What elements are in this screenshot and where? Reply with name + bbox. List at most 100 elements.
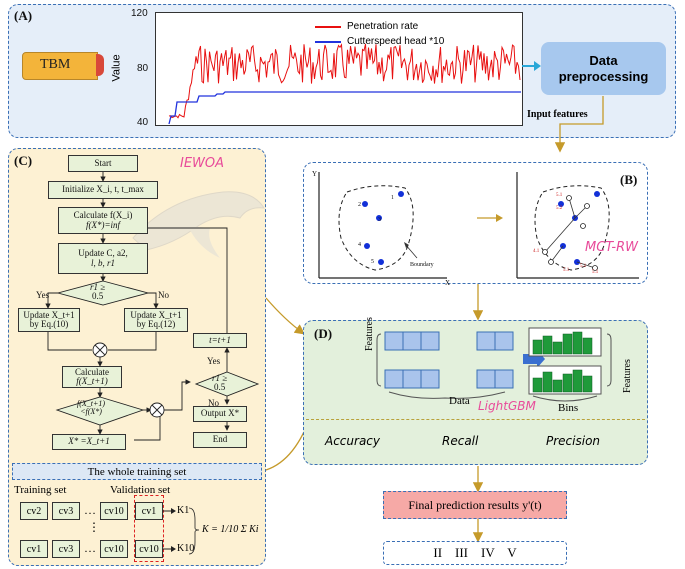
bins-label: Bins [558, 402, 579, 414]
arrow-to-preproc [522, 61, 541, 71]
tbm-cutterhead [96, 54, 104, 76]
iewoa-title: IEWOA [180, 156, 225, 171]
lightgbm-title: LightGBM [478, 399, 536, 413]
cond3-text: r1 ≥ 0.5 [212, 374, 227, 392]
lightgbm-diagram [376, 327, 612, 402]
penetration-rate-line [168, 43, 521, 119]
calc1-box: Calculate f(X_i) f(X*)=inf [58, 207, 148, 234]
panel-b-label: (B) [620, 172, 638, 187]
b-aug-5: 5.1 [580, 264, 587, 269]
validation-highlight [134, 495, 164, 562]
calc2-box: Calculate f(X_t+1) [62, 366, 122, 388]
calc2-text: Calculate [75, 366, 109, 377]
b-pt-2: 2 [358, 202, 361, 208]
k-formula: K = 1/10 Σ Ki [202, 524, 259, 535]
updA-text: Update X_t+1 [23, 309, 75, 320]
cv-r1-c: cv10 [100, 502, 128, 520]
tinc-text: t=t+1 [209, 334, 231, 345]
boundary-label: Boundary [410, 262, 434, 268]
b-pt-3: 3 [378, 217, 381, 223]
k-arrows [163, 507, 200, 555]
cutterspeed-line [168, 91, 521, 125]
cv-r2-a: cv1 [20, 540, 48, 558]
training-set-label: Training set [14, 484, 67, 496]
b-aug-2: 5.2 [556, 206, 563, 211]
update-eq12-box: Update X_t+1 by Eq.(12) [124, 308, 188, 332]
pt [398, 191, 404, 197]
updBb-text: by Eq.(12) [136, 319, 176, 329]
panel-c-label: (C) [14, 153, 33, 168]
cond2-text: f(X_t+1) <f(X*) [77, 400, 105, 416]
cond2b: <f(X*) [80, 407, 102, 416]
cv-r1-d: cv1 [135, 502, 163, 520]
features-left-label: Features [364, 317, 375, 351]
final-results-label: Final prediction results y'(t) [408, 497, 542, 512]
features-right-label: Features [622, 359, 633, 393]
vdots: ⋮ [88, 520, 100, 534]
update-eq10-box: Update X_t+1 by Eq.(10) [18, 308, 80, 332]
cv-r1-b: cv3 [52, 502, 80, 520]
b-x-axis: X [445, 279, 451, 287]
legend-cutterspeed: Cutterspeed head *10 [347, 36, 445, 47]
cv-r1-a: cv2 [20, 502, 48, 520]
flowchart-edges [45, 172, 260, 441]
mct-rw-title: MCT-RW [585, 240, 638, 255]
data-preprocessing-box: Data preprocessing [541, 42, 666, 95]
start-box: Start [68, 155, 138, 172]
data-label: Data [449, 395, 470, 407]
input-features-label: Input features [527, 109, 588, 120]
chart-ytick-120: 120 [131, 8, 148, 19]
k10-label: K10 [177, 543, 195, 554]
output-text: Output X* [200, 408, 240, 419]
calc2b-text: f(X_t+1) [76, 376, 108, 386]
cond2a: f(X_t+1) [77, 399, 106, 408]
no3: No [208, 398, 219, 408]
whale-watermark [132, 191, 265, 258]
b-aug-1: 5.1 [556, 193, 563, 198]
cv-r2-c: cv10 [100, 540, 128, 558]
cond3b: 0.5 [213, 382, 226, 392]
chart-ytick-40: 40 [137, 117, 149, 128]
whole-training-set: The whole training set [12, 463, 262, 480]
cond1-text: r1 ≥ 0.5 [90, 283, 105, 301]
cv-r2-b: cv3 [52, 540, 80, 558]
update1-box: Update C, a2, l, b, r1 [58, 243, 148, 274]
cond1b: 0.5 [91, 291, 104, 301]
no1: No [158, 290, 169, 300]
assign-box: X* =X_t+1 [52, 434, 126, 450]
b-pt-5: 5 [371, 259, 374, 265]
yes1: Yes [36, 290, 50, 300]
calc1b-text: f(X*)=inf [85, 219, 121, 230]
metric-recall: Recall [442, 434, 479, 448]
b-pt-4: 4 [358, 242, 361, 248]
tbm-icon [22, 52, 98, 80]
cv-r2-d: cv10 [135, 540, 163, 558]
assign-text: X* =X_t+1 [68, 436, 110, 447]
panel-d-label: (D) [314, 326, 333, 341]
b-aug-6: 5.1 [592, 270, 599, 275]
chart-ytick-80: 80 [137, 63, 149, 74]
whole-training-label: The whole training set [87, 465, 187, 478]
data-preprocessing-label: Data preprocessing [558, 52, 649, 84]
final-results-box: Final prediction results y'(t) [383, 491, 567, 519]
validation-set-label: Validation set [110, 484, 171, 496]
tbm-label: TBM [40, 57, 71, 72]
update1-text: Update C, a2, [78, 248, 128, 259]
dots-r2: … [84, 541, 96, 555]
calc1-text: Calculate f(X_i) [73, 210, 133, 221]
panel-a-label: (A) [14, 8, 33, 23]
end-box: End [193, 432, 247, 448]
mct-rw-diagram [318, 172, 639, 279]
yes3: Yes [207, 356, 221, 366]
updAb-text: by Eq.(10) [29, 319, 69, 329]
updB-text: Update X_t+1 [130, 309, 182, 320]
b-y-axis: Y [312, 170, 318, 178]
d-divider [306, 419, 645, 420]
b-aug-4: 5.1 [563, 268, 570, 273]
metric-precision: Precision [546, 434, 601, 448]
dots-r1: … [84, 503, 96, 517]
metric-accuracy: Accuracy [325, 434, 380, 448]
update1b-text: l, b, r1 [90, 257, 115, 268]
output-box: Output X* [193, 406, 247, 422]
tinc-box: t=t+1 [193, 333, 247, 348]
